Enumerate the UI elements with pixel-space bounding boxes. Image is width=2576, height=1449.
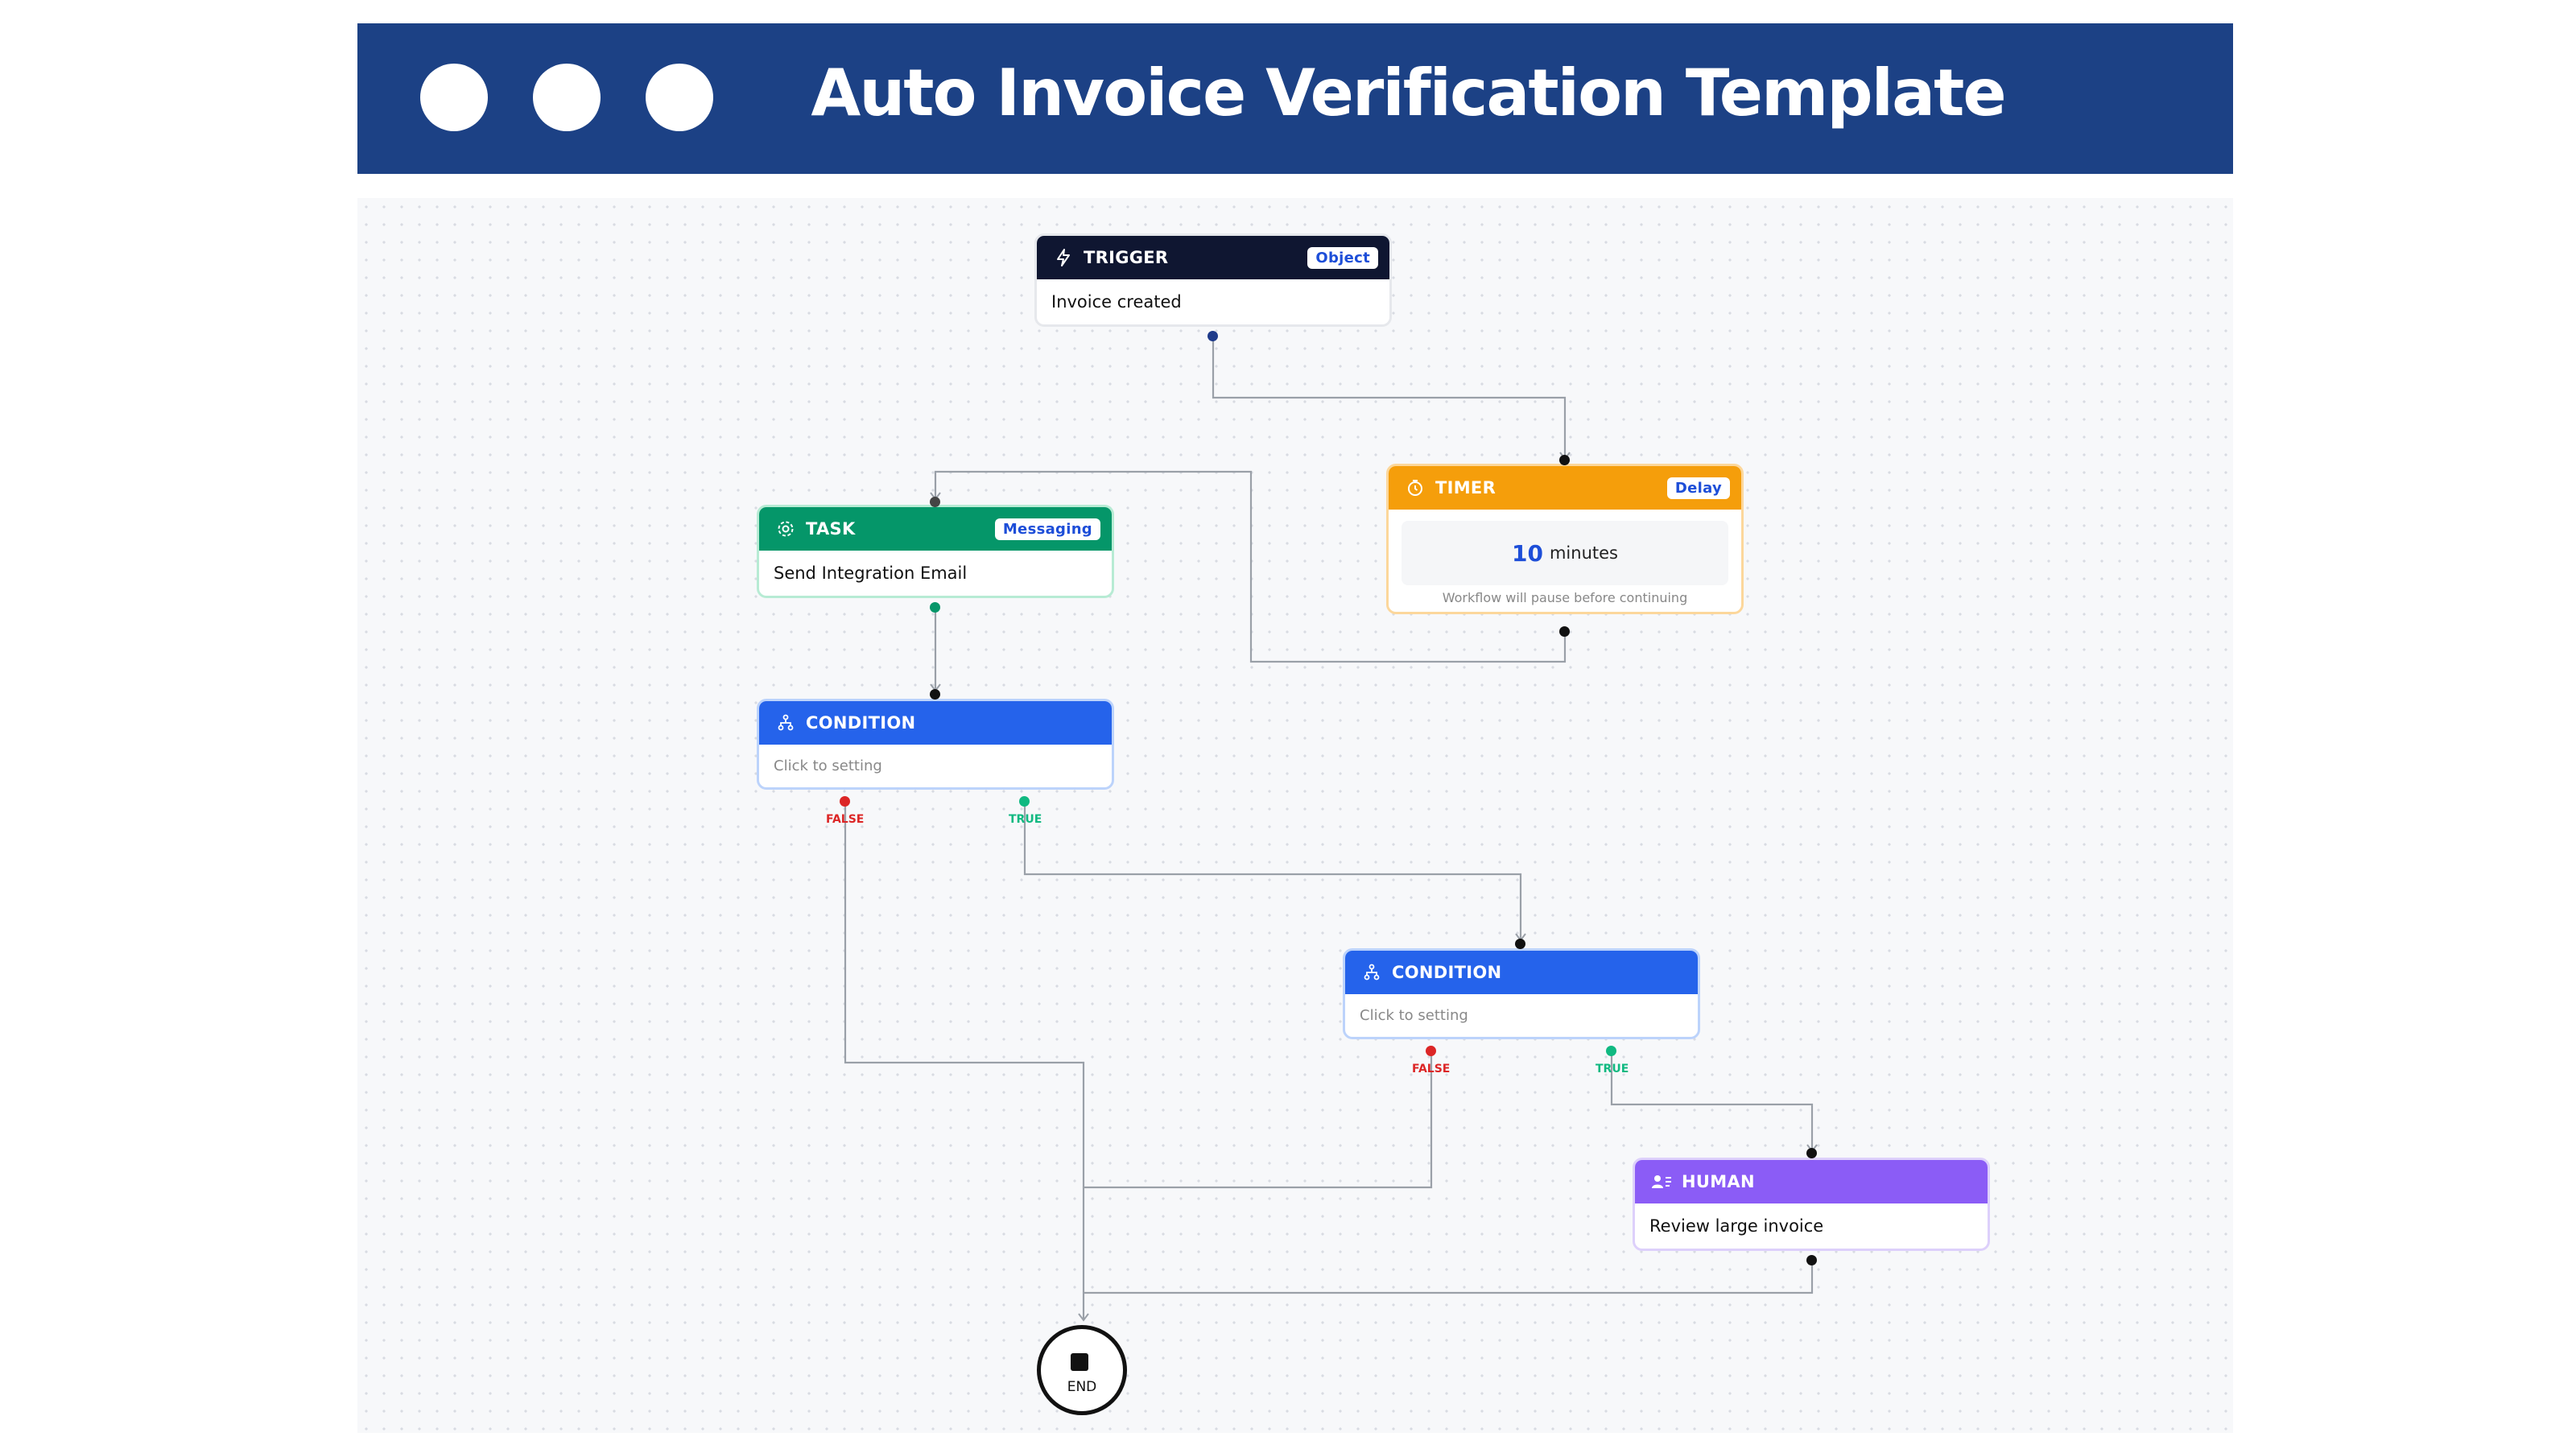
task-node-type: TASK [806,519,856,539]
timer-node-header: TIMER Delay [1389,466,1741,510]
stop-icon [1071,1353,1088,1371]
condition-node-1-type: CONDITION [806,713,916,733]
clock-icon [1405,477,1426,498]
condition-node-1-header: CONDITION [759,701,1112,745]
timer-value: 10 [1512,539,1543,567]
connector-condition1-false [844,802,1089,1322]
timer-input-port[interactable] [1559,455,1570,465]
window-dot-2[interactable] [533,64,601,131]
connector-timer-task [930,470,1567,663]
condition-node-2-type: CONDITION [1392,963,1502,982]
trigger-badge: Object [1307,246,1378,269]
timer-output-port[interactable] [1559,626,1570,637]
human-output-port[interactable] [1806,1255,1817,1265]
task-node-text: Send Integration Email [774,564,968,583]
timer-node-type: TIMER [1435,478,1496,497]
connector-condition1-true [1023,802,1526,942]
workflow-canvas[interactable] [357,198,2233,1433]
condition-node-2-header: CONDITION [1345,951,1698,994]
condition-1-true-label: TRUE [1009,813,1042,826]
timer-note: Workflow will pause before continuing [1442,590,1688,605]
human-node-header: HUMAN [1635,1160,1988,1203]
window-dot-3[interactable] [646,64,713,131]
human-input-port[interactable] [1806,1148,1817,1158]
trigger-node-type: TRIGGER [1084,248,1169,267]
human-node-text: Review large invoice [1649,1216,1824,1236]
human-node-type: HUMAN [1682,1172,1755,1191]
condition-2-true-port[interactable] [1606,1046,1616,1056]
condition-2-false-label: FALSE [1412,1063,1451,1075]
condition-2-input-port[interactable] [1515,939,1525,949]
window-dot-1[interactable] [420,64,488,131]
trigger-node-header: TRIGGER Object [1037,236,1389,279]
connector-condition2-false [1084,1051,1433,1189]
trigger-node-text: Invoice created [1051,292,1182,312]
condition-node-2[interactable]: CONDITION Click to setting [1343,948,1700,1039]
timer-node[interactable]: TIMER Delay 10 minutes Workflow will pau… [1386,464,1744,614]
task-badge: Messaging [994,518,1100,540]
trigger-output-port[interactable] [1208,331,1218,341]
condition-node-1[interactable]: CONDITION Click to setting [757,699,1114,790]
branch-icon [1361,962,1382,983]
connector-human-end [1084,1261,1814,1294]
task-output-port[interactable] [930,602,940,613]
branch-icon [775,712,796,733]
timer-unit: minutes [1549,543,1618,563]
gear-icon [775,518,796,539]
condition-1-false-label: FALSE [826,813,865,826]
condition-1-input-port[interactable] [930,689,940,700]
condition-node-2-text[interactable]: Click to setting [1360,1007,1468,1024]
trigger-node[interactable]: TRIGGER Object Invoice created [1034,233,1392,327]
template-header: Auto Invoice Verification Template [357,23,2233,174]
timer-badge: Delay [1666,477,1730,499]
end-label: END [1067,1379,1097,1395]
condition-1-true-port[interactable] [1019,796,1030,807]
user-list-icon [1651,1171,1672,1192]
task-node[interactable]: TASK Messaging Send Integration Email [757,505,1114,598]
condition-node-1-text[interactable]: Click to setting [774,758,882,774]
human-node[interactable]: HUMAN Review large invoice [1633,1158,1990,1251]
condition-2-false-port[interactable] [1426,1046,1436,1056]
task-node-header: TASK Messaging [759,507,1112,551]
lightning-icon [1053,247,1074,268]
condition-2-true-label: TRUE [1596,1063,1629,1075]
connector-condition2-true [1610,1051,1818,1153]
page-title: Auto Invoice Verification Template [811,56,2006,130]
end-node[interactable]: END [1037,1325,1127,1415]
timer-duration[interactable]: 10 minutes [1402,521,1728,585]
connector-trigger-timer [1212,336,1571,460]
task-input-port[interactable] [930,497,940,507]
condition-1-false-port[interactable] [840,796,850,807]
